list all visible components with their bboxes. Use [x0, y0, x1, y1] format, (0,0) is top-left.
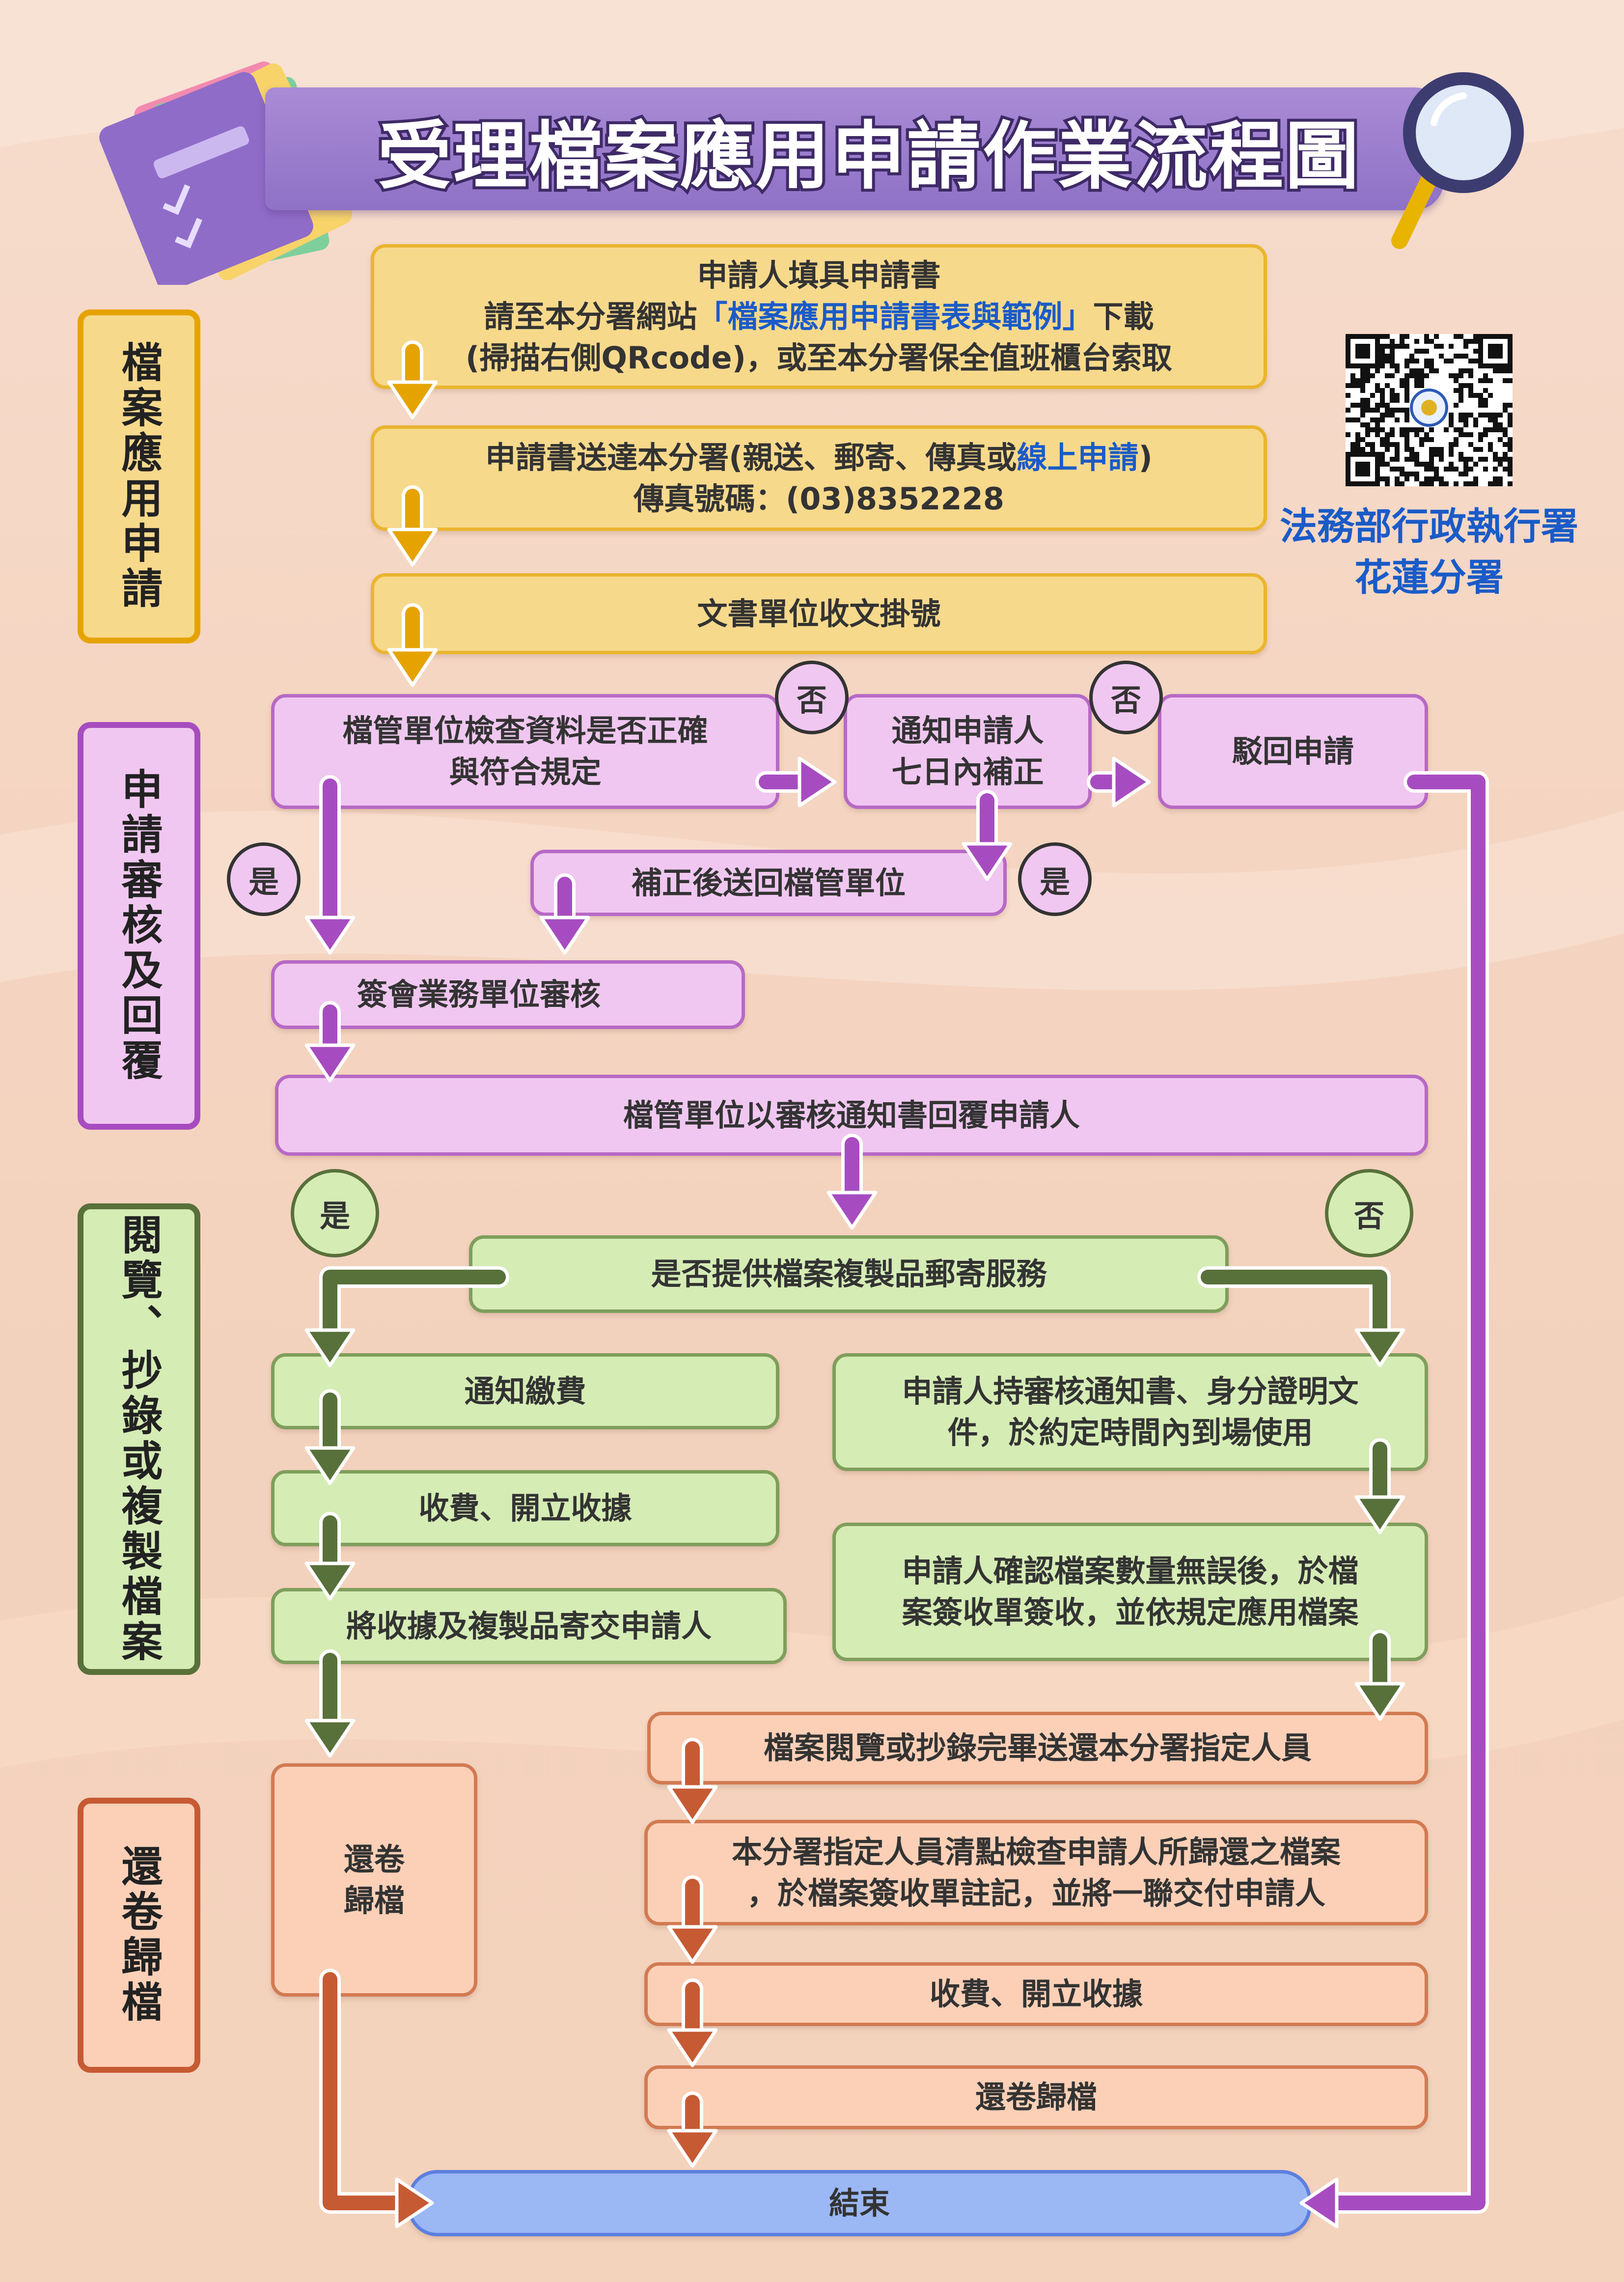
arrow-archive-left-to-end	[319, 1969, 434, 2228]
step-charge-receipt-2: 收費、開立收據	[644, 1962, 1428, 2026]
decision-no-mail: 否	[1325, 1169, 1413, 1257]
step-check-data: 檔管單位檢查資料是否正確 與符合規定	[271, 694, 779, 809]
step-submit-fax: 傳真號碼：(03)8352228	[633, 480, 1004, 517]
arrow-check-to-review	[304, 775, 356, 955]
step-register: 文書單位收文掛號	[371, 573, 1267, 654]
decision-yes-2: 是	[1018, 842, 1092, 916]
arrow-send-to-archive	[304, 1649, 356, 1758]
arrow-confirm-to-return	[1354, 1630, 1405, 1721]
step-reject: 駁回申請	[1158, 694, 1428, 809]
step-submit-text: )	[1138, 439, 1153, 475]
arrow-archive-to-end	[667, 2091, 718, 2168]
arrow-notify-to-resubmit	[962, 790, 1013, 881]
step-charge-receipt-1: 收費、開立收據	[271, 1470, 779, 1546]
step-submit-line-1: 申請書送達本分署(親送、郵寄、傳真或線上申請)	[485, 437, 1153, 478]
online-application-link[interactable]: 線上申請	[1017, 439, 1139, 475]
step-review: 簽會業務單位審核	[271, 960, 745, 1029]
step-archive-left: 還卷 歸檔	[271, 1763, 477, 1997]
arrow-resubmit-to-review	[539, 873, 590, 955]
decision-no-2: 否	[1089, 661, 1163, 734]
step-fill-line-3: (掃描右側QRcode)，或至本分署保全值班櫃台索取	[466, 339, 1172, 376]
arrow-check-to-notify	[755, 756, 837, 807]
section-label: 檔案應用申請	[115, 341, 163, 612]
step-visit-onsite: 申請人持審核通知書、身分證明文 件，於約定時間內到場使用	[832, 1353, 1428, 1471]
step-mail-question: 是否提供檔案複製品郵寄服務	[469, 1235, 1229, 1313]
organization-name: 法務部行政執行署 花蓮分署	[1267, 501, 1591, 603]
organization-line-2: 花蓮分署	[1354, 556, 1504, 599]
form-download-link[interactable]: 「檔案應用申請書表與範例」	[697, 298, 1093, 334]
decision-yes-mail: 是	[291, 1169, 379, 1257]
page-title: 受理檔案應用申請作業流程圖	[375, 111, 1362, 202]
section-label: 申請審核及回覆	[115, 768, 163, 1084]
arrow-inspect-to-charge	[667, 1875, 718, 1964]
arrow-charge-to-archive	[667, 1978, 718, 2067]
step-notify-payment: 通知繳費	[271, 1353, 779, 1429]
arrow-submit-to-register	[387, 485, 438, 567]
arrow-visit-to-confirm	[1354, 1438, 1405, 1534]
magnifier-icon	[1391, 72, 1524, 249]
decision-yes-1: 是	[227, 842, 301, 916]
arrow-notify-to-reject	[1087, 756, 1151, 807]
step-fill-line-1: 申請人填具申請書	[697, 257, 941, 293]
section-copy: 閱覽、抄錄或複製檔案	[78, 1203, 200, 1675]
step-submit-application: 申請書送達本分署(親送、郵寄、傳真或線上申請) 傳真號碼：(03)8352228	[371, 425, 1267, 531]
step-inspect-files: 本分署指定人員清點檢查申請人所歸還之檔案 ，於檔案簽收單註記，並將一聯交付申請人	[644, 1820, 1428, 1925]
step-return-files: 檔案閱覽或抄錄完畢送還本分署指定人員	[647, 1712, 1428, 1784]
step-fill-application: 申請人填具申請書 請至本分署網站「檔案應用申請書表與範例」下載 (掃描右側QRc…	[371, 244, 1267, 389]
step-notify-correction: 通知申請人 七日內補正	[844, 694, 1092, 809]
decision-no-1: 否	[775, 661, 849, 734]
arrow-reply-to-mail	[826, 1134, 878, 1230]
arrow-mail-yes	[304, 1266, 509, 1367]
section-label: 閱覽、抄錄或複製檔案	[115, 1213, 163, 1665]
section-apply: 檔案應用申請	[78, 309, 200, 643]
step-fill-text: 請至本分署網站	[484, 298, 697, 334]
arrow-return-to-inspect	[667, 1738, 718, 1824]
section-archive: 還卷歸檔	[78, 1798, 200, 2073]
step-archive-right: 還卷歸檔	[644, 2065, 1428, 2129]
qr-code-icon	[1346, 334, 1513, 486]
step-fill-text: 下載	[1093, 298, 1154, 334]
step-end: 結束	[408, 2170, 1311, 2236]
step-resubmit: 補正後送回檔管單位	[530, 850, 1007, 916]
arrow-mail-no	[1197, 1266, 1405, 1367]
arrow-register-to-check	[387, 603, 438, 687]
arrow-reject-to-end	[1299, 771, 1489, 2228]
step-fill-line-2: 請至本分署網站「檔案應用申請書表與範例」下載	[484, 296, 1154, 337]
step-confirm-files: 申請人確認檔案數量無誤後，於檔 案簽收單簽收，並依規定應用檔案	[832, 1523, 1428, 1661]
arrow-apply-to-submit	[387, 340, 438, 419]
step-submit-text: 申請書送達本分署(親送、郵寄、傳真或	[485, 439, 1017, 475]
arrow-review-to-reply	[304, 1001, 356, 1083]
title-banner	[265, 87, 1444, 210]
organization-line-1: 法務部行政執行署	[1280, 504, 1578, 548]
arrow-charge-to-send	[304, 1512, 356, 1601]
step-send-copy: 將收據及複製品寄交申請人	[271, 1588, 787, 1664]
section-label: 還卷歸檔	[115, 1845, 163, 2026]
section-review: 申請審核及回覆	[78, 722, 200, 1130]
folder-illustration	[99, 61, 352, 285]
arrow-pay-to-charge	[304, 1389, 356, 1485]
